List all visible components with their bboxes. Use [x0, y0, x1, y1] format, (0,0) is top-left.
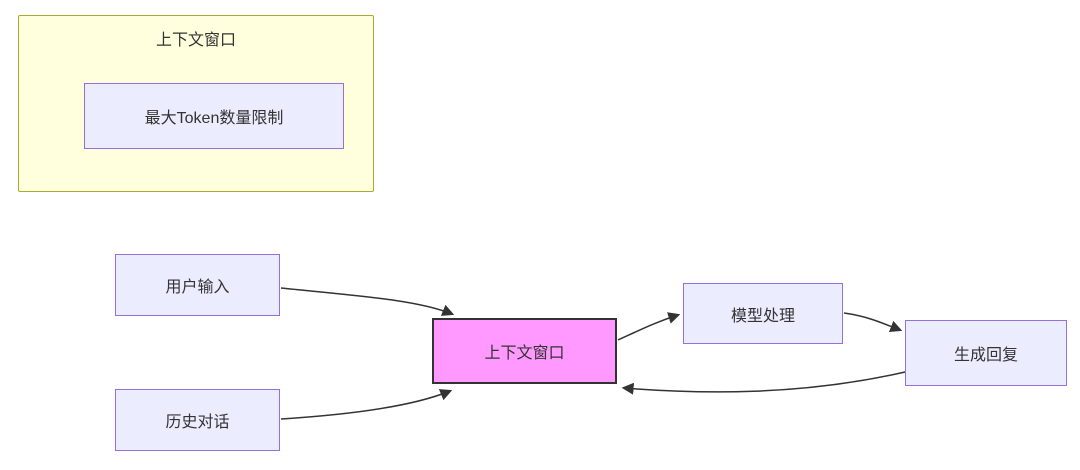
edge-history-to-context-window: [280, 389, 453, 420]
node-history-dialogue-label: 历史对话: [165, 414, 230, 431]
node-context-window-label: 上下文窗口: [484, 345, 565, 362]
node-context-window: 上下文窗口: [432, 318, 617, 384]
node-generate-reply: 生成回复: [905, 320, 1067, 386]
node-generate-reply-label: 生成回复: [953, 347, 1018, 364]
node-max-token-limit: 最大Token数量限制: [84, 83, 344, 149]
node-model-processing-label: 模型处理: [730, 307, 795, 325]
edge-generate-reply-to-context-window: [621, 371, 906, 395]
subgraph-context-window: 上下文窗口 最大Token数量限制: [18, 15, 374, 192]
node-max-token-limit-label: 最大Token数量限制: [144, 110, 284, 127]
node-model-processing: 模型处理: [683, 283, 843, 344]
subgraph-title: 上下文窗口: [155, 32, 236, 49]
edge-context-window-to-model-processing: [617, 312, 681, 341]
node-history-dialogue: 历史对话: [115, 389, 280, 451]
edge-model-processing-to-generate-reply: [843, 312, 903, 333]
node-user-input-label: 用户输入: [165, 279, 230, 296]
edge-user-input-to-context-window: [280, 287, 455, 316]
node-user-input: 用户输入: [115, 254, 280, 316]
